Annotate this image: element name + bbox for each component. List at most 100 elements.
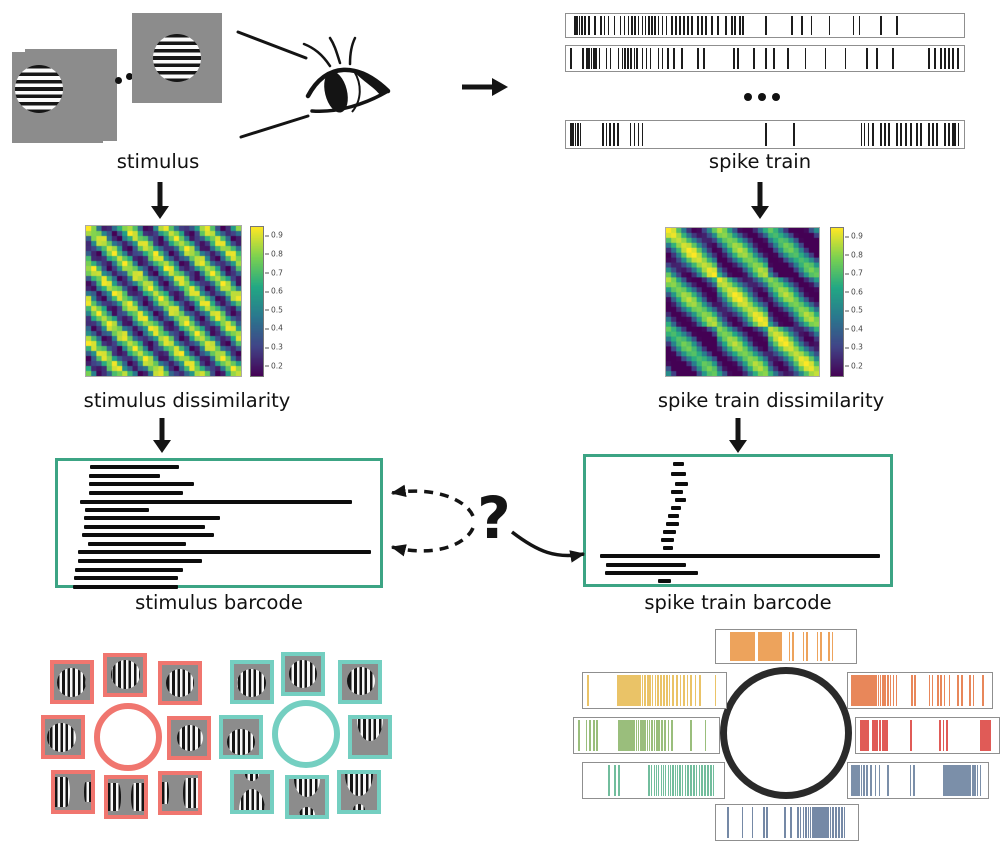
spike-tick [774,632,776,661]
spike-tick [788,632,791,661]
salmon-grating-patch [158,661,202,705]
spike-tick [829,807,832,838]
barcode-bar [84,525,205,529]
spike-tick [800,16,803,35]
spike-tick [603,16,606,35]
spike-tick [940,48,942,69]
spike-tick [725,16,727,35]
spike-tick [967,765,970,796]
spike-tick [658,720,660,751]
spike-tick [832,807,835,838]
spike-tick [663,720,666,751]
colorbar-tick-label: 0.4 [845,324,863,333]
spike-tick [661,720,663,751]
spike-tick [765,16,767,35]
spike-tick [741,807,744,838]
barcode-bar [80,500,352,504]
spike-tick [911,675,914,706]
spike-tick [641,16,644,35]
spike-tick [624,675,627,706]
spike-tick [733,48,735,69]
spike-tick [765,123,767,146]
spike-tick [776,632,778,661]
grating-segment [166,669,194,697]
solid-curved-arrow [510,530,586,563]
spike-tick [762,632,764,661]
spike-tick [979,765,982,796]
barcode-bar [668,514,679,518]
spike-tick [874,720,877,751]
spike-tick [746,632,749,661]
spike-tick [981,720,984,751]
spike-tick [810,16,813,35]
spike-tick [661,48,664,69]
barcode-bar [606,563,686,567]
spike-tick [934,48,936,69]
spike-tick [780,632,783,661]
spike-tick [657,48,660,69]
grating-segment [162,782,169,804]
spike-tick [629,675,632,706]
barcode-bar [671,490,683,494]
colorbar-tick-label: 0.3 [845,343,863,352]
spike-tick [816,807,818,838]
spike-tick [799,807,802,838]
spike-tick [947,765,950,796]
spike-tick [858,765,860,796]
teal-grating-patch [338,660,382,704]
spike-tick [627,16,630,35]
spike-tick [695,765,698,796]
ellipsis-dot [115,77,122,84]
spike-tick [880,123,883,146]
spike-tick [631,675,633,706]
spike-tick [745,632,748,661]
spike-tick [599,16,602,35]
grating-segment [183,778,198,808]
spike-tick [980,720,983,751]
spike-tick [766,807,769,838]
spike-tick [945,765,947,796]
colorbar [250,226,264,377]
colorbar-tick-label: 0.6 [265,287,283,296]
spike-tick [712,765,715,796]
spike-tick [650,720,653,751]
salmon-grating-patch [50,660,94,704]
spike-tick [856,765,859,796]
spike-tick [931,675,934,706]
spike-tick [691,16,694,35]
barcode-bar [89,482,194,486]
spike-tick [872,123,875,146]
spike-tick [989,720,991,751]
spike-tick [821,807,824,838]
spike-train-row-1 [565,13,965,38]
spike-tick [950,765,953,796]
barcode-bar [605,571,698,575]
spike-tick [960,765,963,796]
spike-tick [621,675,624,706]
spike-tick [737,632,739,661]
spike-tick [753,48,755,69]
spike-tick [665,675,668,706]
spike-tick [572,123,575,146]
spike-tick [637,123,640,146]
spike-tick [642,720,644,751]
salmon-grating-patch [104,775,148,819]
barcode-bar [663,546,673,550]
spike-tick [583,16,586,35]
spike-tick [971,765,974,796]
spike-tick [937,675,939,706]
spike-tick [983,720,985,751]
barcode-bar [675,482,688,486]
spike-tick [828,632,830,661]
spike-tick [959,765,961,796]
spike-tick [616,123,619,146]
spike-tick [681,48,684,69]
barcode-bar [90,465,179,469]
spike-tick [734,632,736,661]
spike-tick [629,720,631,751]
barcode-bar [671,472,686,476]
spike-tick [667,720,670,751]
spike-tick [633,48,636,69]
spike-tick [954,765,956,796]
